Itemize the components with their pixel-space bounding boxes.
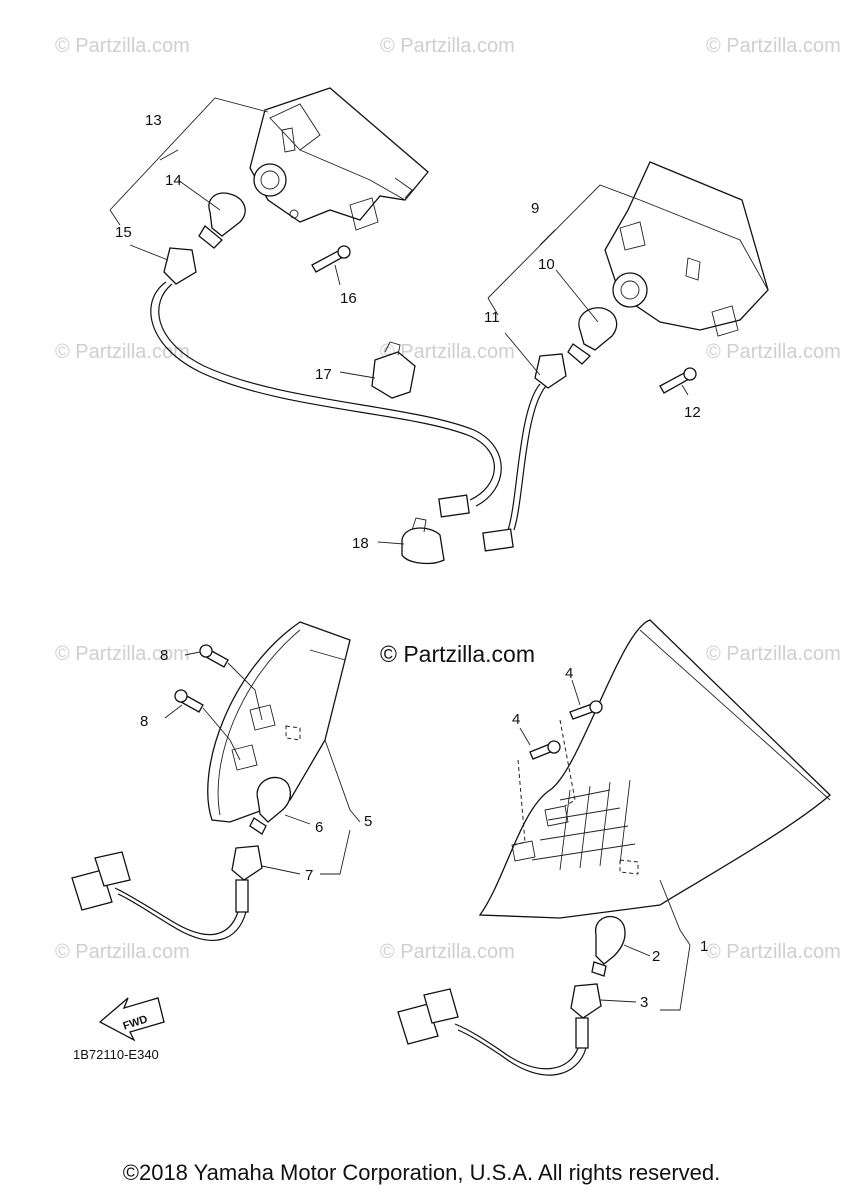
callout-8-lower: 8 [140, 713, 148, 730]
watermark: © Partzilla.com [706, 341, 841, 363]
socket-wire-11 [482, 353, 567, 552]
callout-18: 18 [352, 535, 369, 552]
watermark: © Partzilla.com [706, 941, 841, 963]
callout-17: 17 [315, 366, 332, 383]
watermark: © Partzilla.com [55, 643, 190, 665]
watermark: © Partzilla.com [380, 941, 515, 963]
bulb-2 [591, 915, 626, 977]
rear-left-flasher-lens [207, 621, 351, 823]
callout-6: 6 [315, 819, 323, 836]
callout-2: 2 [652, 948, 660, 965]
lens-grid [531, 779, 636, 871]
diagram-code: 1B72110-E340 [73, 1047, 159, 1062]
screw-4-upper [559, 700, 603, 807]
callout-1: 1 [700, 938, 708, 955]
leader-lines [109, 97, 691, 1011]
copyright-notice: ©2018 Yamaha Motor Corporation, U.S.A. A… [122, 1160, 721, 1185]
watermark: © Partzilla.com [380, 35, 515, 57]
bulb-10 [567, 307, 618, 365]
bulb-6 [249, 776, 292, 835]
band-18 [401, 517, 445, 565]
watermark: © Partzilla.com [706, 643, 841, 665]
callout-11: 11 [484, 309, 500, 326]
front-left-flasher-assembly [249, 87, 429, 231]
callout-4-upper: 4 [565, 665, 573, 682]
callout-14: 14 [165, 172, 182, 189]
watermark: © Partzilla.com [380, 341, 515, 363]
callout-3: 3 [640, 994, 648, 1011]
callout-numbers: 13 14 15 16 17 18 9 10 11 12 8 8 6 5 7 4… [115, 112, 708, 1011]
socket-harness-7 [71, 845, 263, 941]
clip-17 [371, 341, 416, 399]
screw-16 [311, 245, 351, 273]
screw-8-upper [199, 644, 263, 721]
front-right-flasher-assembly [604, 161, 769, 337]
bulb-14 [198, 192, 246, 249]
watermark: © Partzilla.com [55, 941, 190, 963]
socket-harness-3 [397, 983, 602, 1076]
callout-4-lower: 4 [512, 711, 520, 728]
screw-8-lower [174, 689, 241, 761]
watermark: © Partzilla.com [706, 35, 841, 57]
watermark: © Partzilla.com [55, 35, 190, 57]
callout-8-upper: 8 [160, 647, 168, 664]
watermark-layer: © Partzilla.com © Partzilla.com © Partzi… [55, 35, 841, 963]
socket-wire-15 [150, 247, 502, 518]
callout-9: 9 [531, 200, 539, 217]
rear-right-flasher-lens [478, 619, 831, 919]
callout-13: 13 [145, 112, 162, 129]
center-watermark: © Partzilla.com [380, 641, 535, 667]
screw-12 [659, 367, 697, 394]
callout-5: 5 [364, 813, 372, 830]
screw-4-lower [514, 740, 561, 846]
watermark: © Partzilla.com [55, 341, 190, 363]
callout-12: 12 [684, 404, 701, 421]
callout-10: 10 [538, 256, 555, 273]
callout-7: 7 [305, 867, 313, 884]
fwd-arrow-icon: FWD [98, 997, 165, 1042]
callout-15: 15 [115, 224, 132, 241]
callout-16: 16 [340, 290, 357, 307]
